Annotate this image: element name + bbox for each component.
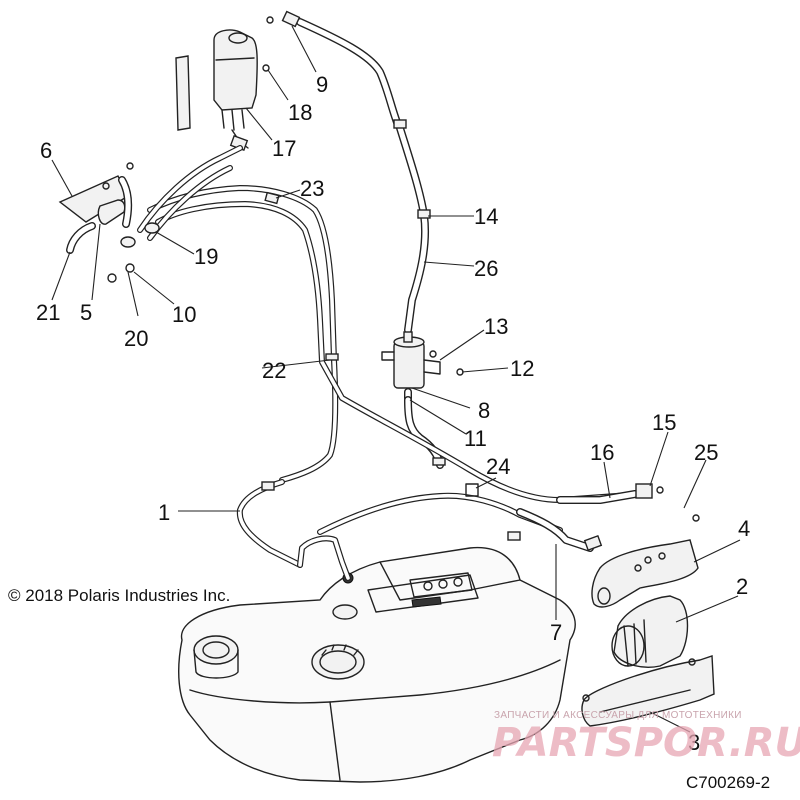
callout-16: 16	[590, 440, 614, 465]
callout-17: 17	[272, 136, 296, 161]
callout-22: 22	[262, 358, 286, 383]
callout-23: 23	[300, 176, 324, 201]
callout-25: 25	[694, 440, 718, 465]
fuel-pump	[611, 595, 689, 668]
watermark: ЗАПЧАСТИ И АКСЕССУАРЫ ДЛЯ МОТОТЕХНИКИ PA…	[492, 710, 800, 766]
callout-5: 5	[80, 300, 92, 325]
callout-8: 8	[478, 398, 490, 423]
drawing-code: C700269-2	[686, 773, 770, 792]
callout-3: 3	[688, 730, 700, 755]
callout-15: 15	[652, 410, 676, 435]
pump-bracket	[581, 655, 715, 727]
callout-labels: 1 2 3 4 5 6 7 8 9 10 11 12 13 14 15 16 1…	[36, 72, 750, 755]
callout-18: 18	[288, 100, 312, 125]
callout-20: 20	[124, 326, 148, 351]
fuel-line-1	[236, 479, 563, 581]
vent-line-upper	[262, 10, 431, 334]
callout-21: 21	[36, 300, 60, 325]
callout-24: 24	[486, 454, 510, 479]
vent-line-22	[147, 185, 633, 503]
callout-13: 13	[484, 314, 508, 339]
watermark-brand: PARTSPOR.RU	[492, 720, 800, 766]
copyright-text: © 2018 Polaris Industries Inc.	[8, 586, 230, 605]
callout-9: 9	[316, 72, 328, 97]
overflow-bottle	[175, 29, 258, 151]
callout-19: 19	[194, 244, 218, 269]
pump-cover	[591, 539, 699, 608]
callout-12: 12	[510, 356, 534, 381]
callout-2: 2	[736, 574, 748, 599]
upper-left-assembly	[58, 145, 243, 283]
vent-canister	[381, 331, 464, 402]
leader-lines	[51, 25, 741, 733]
hose-7-16	[465, 483, 700, 552]
callout-11: 11	[464, 426, 487, 451]
callout-4: 4	[738, 516, 750, 541]
callout-26: 26	[474, 256, 498, 281]
callout-1: 1	[158, 500, 170, 525]
callout-10: 10	[172, 302, 196, 327]
callout-7: 7	[550, 620, 562, 645]
watermark-tagline: ЗАПЧАСТИ И АКСЕССУАРЫ ДЛЯ МОТОТЕХНИКИ	[494, 710, 742, 721]
callout-6: 6	[40, 138, 52, 163]
fuel-tank	[178, 546, 576, 783]
callout-14: 14	[474, 204, 498, 229]
